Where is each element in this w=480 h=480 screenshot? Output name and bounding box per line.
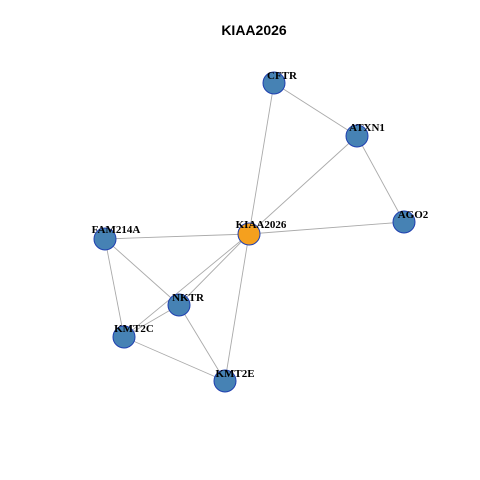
node-circle[interactable] <box>112 325 136 349</box>
edge-kiaa2026-nktr <box>178 233 250 306</box>
edge-nktr-kmt2e <box>178 304 226 382</box>
node-kmt2c[interactable]: KMT2C <box>112 323 154 349</box>
edge-fam214a-kiaa2026 <box>104 233 250 240</box>
node-kiaa2026[interactable]: KIAA2026 <box>236 219 287 246</box>
node-label: KMT2E <box>215 368 254 380</box>
node-circle[interactable] <box>345 124 369 148</box>
node-label: ATXN1 <box>349 122 385 134</box>
node-circle[interactable] <box>167 293 191 317</box>
node-label: KMT2C <box>114 323 154 335</box>
node-circle[interactable] <box>237 222 261 246</box>
edge-ago2-kiaa2026 <box>248 221 405 235</box>
node-label: CFTR <box>267 70 298 82</box>
node-label: AGO2 <box>398 209 429 221</box>
node-label: FAM214A <box>92 224 141 236</box>
edge-cftr-atxn1 <box>273 82 358 137</box>
edge-atxn1-ago2 <box>356 135 405 223</box>
edge-fam214a-nktr <box>104 238 180 306</box>
node-circle[interactable] <box>392 210 416 234</box>
edge-fam214a-kmt2c <box>104 238 125 338</box>
edge-kiaa2026-kmt2e <box>224 233 250 382</box>
node-circle[interactable] <box>93 227 117 251</box>
edge-kiaa2026-kmt2c <box>123 233 250 338</box>
node-cftr[interactable]: CFTR <box>262 70 298 95</box>
node-kmt2e[interactable]: KMT2E <box>213 368 255 393</box>
node-fam214a[interactable]: FAM214A <box>92 224 141 251</box>
node-label: KIAA2026 <box>236 219 287 231</box>
node-ago2[interactable]: AGO2 <box>392 209 429 234</box>
node-circle[interactable] <box>262 71 286 95</box>
edge-atxn1-kiaa2026 <box>248 135 358 235</box>
node-atxn1[interactable]: ATXN1 <box>345 122 385 148</box>
node-label: NKTR <box>172 292 205 304</box>
edge-cftr-kiaa2026 <box>248 82 275 235</box>
graph-title: KIAA2026 <box>221 22 287 38</box>
node-circle[interactable] <box>213 369 237 393</box>
node-nktr[interactable]: NKTR <box>167 292 205 317</box>
edge-kmt2c-kmt2e <box>123 336 226 382</box>
